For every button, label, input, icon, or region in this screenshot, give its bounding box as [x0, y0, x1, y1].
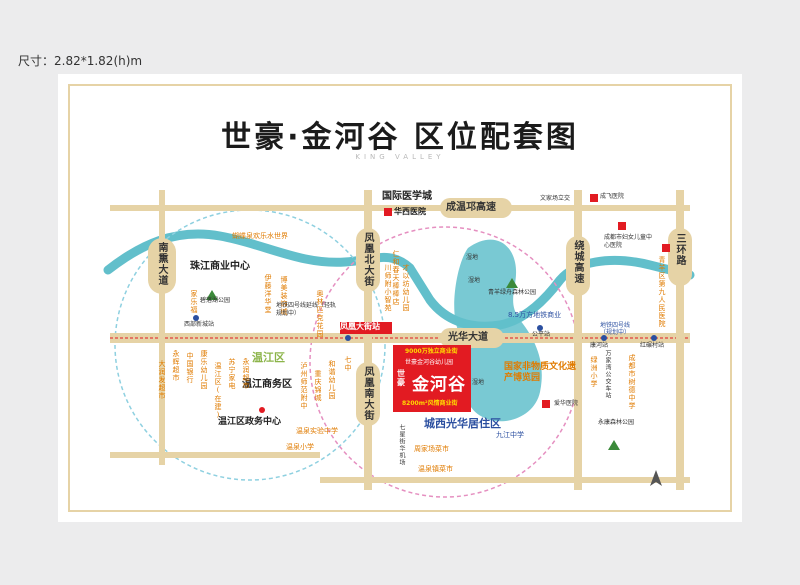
hospital-icon — [618, 222, 626, 230]
road-label-fenghuang-south: 凤凰南大街 — [362, 366, 373, 421]
poi-yilan: 伊藤洋华堂 — [264, 274, 272, 314]
poi-wanda: 中国银行 — [186, 352, 194, 384]
page-subtitle: KING VALLEY — [355, 153, 445, 161]
poi-wenjia-station: 文家场立交 — [540, 195, 571, 202]
poi-qingyang-hospital: 青羊区第九人民医院 — [658, 256, 666, 328]
poi-zhengwu: 温江区(在建) — [214, 362, 222, 420]
poi-bilu-park: 碧落湖公园 — [200, 297, 231, 304]
road-label-guanghua: 光华大道 — [448, 332, 488, 343]
poi-yongkang-shop: 永辉超市 — [172, 350, 180, 382]
poi-kangle: 康乐幼儿园 — [200, 350, 208, 390]
poi-butterfly: 蝴蝶泉欢乐水世界 — [232, 232, 288, 240]
poi-station-85: 8.5万方地铁商业 — [508, 311, 562, 319]
poi-xibu: 西部新城站 — [184, 321, 215, 328]
wenjiang-circle — [114, 209, 386, 481]
project-tag: 世豪 — [397, 369, 405, 387]
poi-chengfei-hospital: 成飞医院 — [600, 193, 625, 200]
poi-jiale: 家乐福 — [190, 290, 198, 314]
project-bottom-label: 8200m²风情商业街 — [402, 400, 458, 407]
road-label-qixing: 七星街华机场 — [398, 424, 405, 466]
poi-wenquan-mid: 温泉实验中学 — [296, 427, 338, 435]
poi-wetland-top: 湿地 — [468, 277, 481, 284]
hospital-icon — [384, 208, 392, 216]
poi-wanjia: 万家湾公交车站 — [604, 350, 611, 399]
poi-renhe: 仁和春天棒棒店 — [392, 250, 400, 306]
district-gov-center: 温江区政务中心 — [218, 417, 282, 427]
road-label-chengwenqiong: 成温邛高速 — [446, 202, 496, 213]
poi-qingyang-forest: 青羊绿舟森林公园 — [488, 289, 537, 296]
poi-wetland-bottom: 湿地 — [472, 379, 485, 386]
station-kangke — [601, 335, 607, 341]
poi-tongtong: 温泉小学 — [286, 443, 314, 451]
page-title: 世豪·金河谷 区位配套图 — [221, 120, 579, 155]
map-board — [58, 74, 742, 522]
tree-icon — [608, 440, 620, 450]
project-top-label: 9000万独立商业街 — [405, 348, 458, 355]
poi-aixue: 爱华医院 — [554, 400, 579, 407]
poi-wetland-left: 湿地 — [466, 254, 479, 261]
poi-shiyan-school: 成都市树德中学 — [628, 354, 636, 410]
compass-icon — [650, 470, 662, 486]
poi-mid-school: 川师附小智苑 — [384, 264, 392, 312]
poi-jiujiang: 九江中学 — [496, 431, 524, 439]
district-wenjiang: 温江区 — [252, 351, 285, 364]
poi-sanhuan-market: 苏宁家电 — [228, 358, 236, 390]
poi-qixiang: 七中 — [344, 356, 352, 372]
tree-icon — [506, 278, 518, 288]
poi-wenquan-shop: 温泉镇菜市 — [418, 465, 453, 473]
poi-medical-city: 国际医学城 — [382, 191, 432, 202]
poi-yongrun: 永润超市 — [242, 358, 250, 390]
district-wenjiang-cbd: 温江商务区 — [242, 379, 292, 390]
poi-hongqi: 红碾村站 — [640, 342, 665, 349]
hospital-icon — [662, 244, 670, 252]
station-mid — [345, 335, 351, 341]
road-label-nanxi: 南熏大道 — [156, 242, 167, 286]
poi-zhongshi: 重庆锦城 — [314, 370, 322, 402]
station-gongping — [537, 325, 543, 331]
project-mid-label: 世豪金河谷幼儿园 — [405, 359, 454, 366]
district-chengxi: 城西光华居住区 — [424, 417, 501, 430]
station-hongqi — [651, 335, 657, 341]
road-label-sanhuan: 三环路 — [674, 233, 685, 266]
size-label: 尺寸：2.82*1.82(h)m — [18, 54, 143, 68]
poi-gongping: 公平站 — [532, 331, 551, 338]
project-block — [393, 345, 471, 412]
poi-lvzhou: 绿洲小学 — [590, 356, 598, 388]
poi-heyuan: 和谐幼儿园 — [328, 360, 336, 400]
poi-qiaochi: 奥林匹克花园 — [316, 290, 324, 338]
poi-zhoujia: 周家场菜市 — [414, 445, 449, 453]
district-heritage-park: 国家非物质文化遗产博览园 — [504, 362, 577, 383]
star-icon — [259, 407, 265, 413]
station-fenghuang — [340, 322, 392, 334]
poi-cai-kindergarten: 才以坊幼儿园 — [402, 264, 410, 312]
hospital-icon — [590, 194, 598, 202]
station-label-fenghuang: 凤凰大街站 — [340, 322, 380, 331]
hospital-icon — [542, 400, 550, 408]
poi-line4: 地铁四号线延线（轻轨规划中） — [276, 302, 337, 317]
poi-kids-park: 泸州师范附中 — [300, 362, 308, 410]
poi-women-children: 成都市妇女儿童中心医院 — [604, 234, 653, 249]
poi-bomei: 博美装饰城 — [280, 276, 288, 316]
poi-kangke: 康河站 — [590, 342, 609, 349]
map-frame — [68, 84, 732, 512]
station-xibu — [193, 315, 199, 321]
poi-yongkang: 永康森林公园 — [598, 419, 635, 426]
project-name: 金河谷 — [412, 375, 466, 395]
poi-dahua: 大润发超市 — [158, 360, 166, 400]
tree-icon — [206, 290, 218, 300]
poi-huaxi-hospital: 华西医院 — [394, 207, 426, 216]
river — [103, 229, 695, 331]
poi-line4-plan: 地铁四号线（规划中） — [600, 322, 631, 337]
road-label-fenghuang-north: 凤凰北大街 — [362, 232, 373, 287]
district-zhujiang: 珠江商业中心 — [190, 261, 250, 272]
road-label-raocheng: 绕城高速 — [572, 240, 583, 284]
